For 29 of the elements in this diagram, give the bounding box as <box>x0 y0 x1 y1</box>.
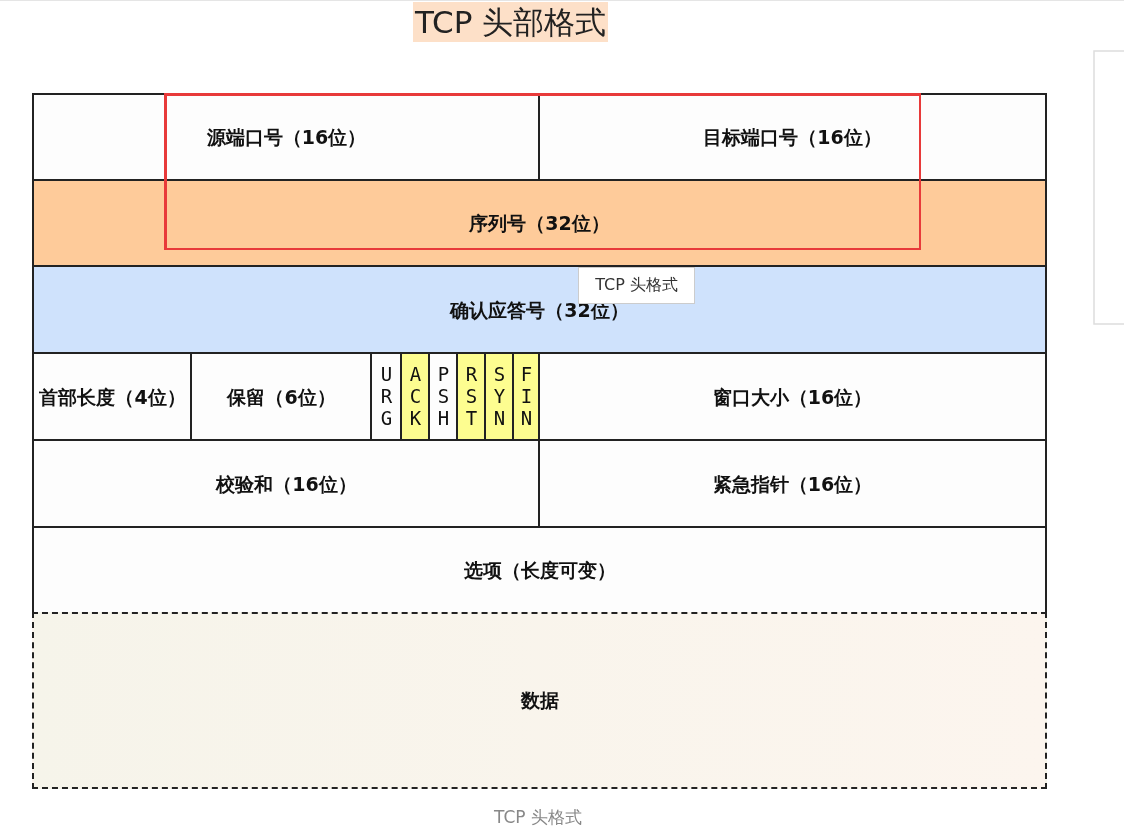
field-cell <box>32 352 193 442</box>
flag-label: SYN <box>492 364 507 430</box>
field-label: 序列号（32位） <box>469 211 610 236</box>
flag-label: FIN <box>519 364 534 430</box>
flag-label: ACK <box>408 364 423 430</box>
field-label: 保留（6位） <box>227 384 336 410</box>
field-label: 选项（长度可变） <box>463 558 616 583</box>
field-cell <box>32 265 1047 355</box>
field-label: 窗口大小（16位） <box>712 384 873 410</box>
field-cell <box>538 352 1047 442</box>
field-cell <box>538 439 1047 529</box>
flag-label: URG <box>379 364 394 430</box>
tooltip: TCP 头格式 <box>578 267 695 304</box>
diagram-title: TCP 头部格式 <box>413 2 609 42</box>
flag-label: PSH <box>436 364 451 430</box>
field-label: 数据 <box>520 688 559 713</box>
field-label: 紧急指针（16位） <box>712 471 873 497</box>
field-cell <box>32 439 541 529</box>
field-label: 首部长度（4位） <box>39 384 186 410</box>
field-label: 校验和（16位） <box>216 471 357 497</box>
flag-label: RST <box>464 364 479 430</box>
data-area <box>32 612 1047 789</box>
field-cell <box>190 352 373 442</box>
field-label: 源端口号（16位） <box>206 125 367 150</box>
field-cell <box>32 179 1047 268</box>
caption: TCP 头格式 <box>494 806 582 828</box>
field-cell <box>32 526 1047 615</box>
field-cell <box>538 93 1047 182</box>
field-label: 目标端口号（16位） <box>703 125 882 150</box>
